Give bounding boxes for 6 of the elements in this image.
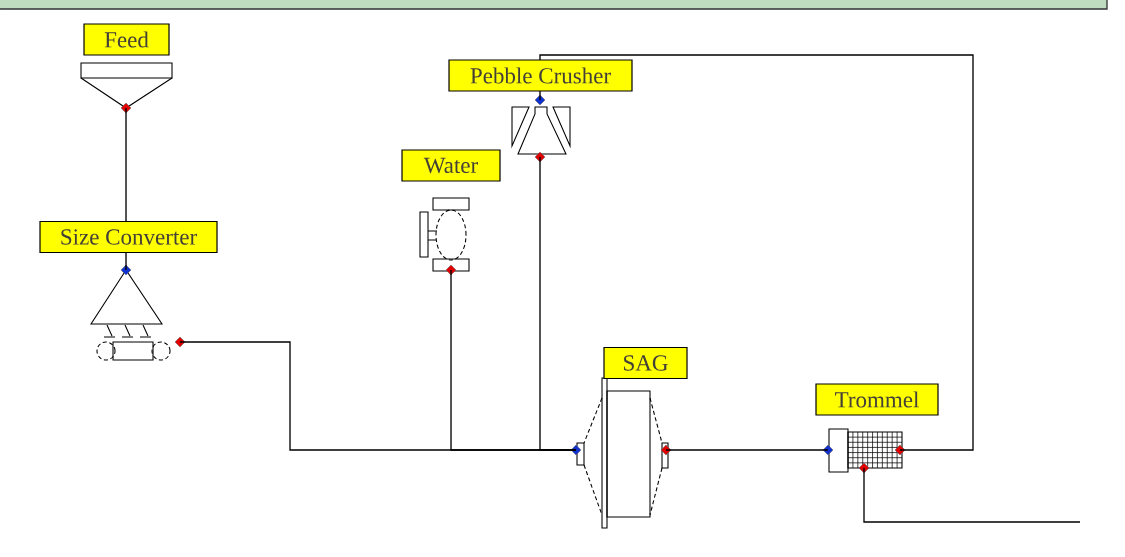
equipment-label: Water bbox=[401, 149, 501, 182]
equipment-label: Trommel bbox=[815, 383, 939, 416]
equipment-label: Size Converter bbox=[39, 220, 218, 254]
equipment-label: SAG bbox=[603, 346, 688, 380]
equipment-label: Pebble Crusher bbox=[448, 59, 633, 92]
equipment-label: Feed bbox=[83, 23, 170, 56]
